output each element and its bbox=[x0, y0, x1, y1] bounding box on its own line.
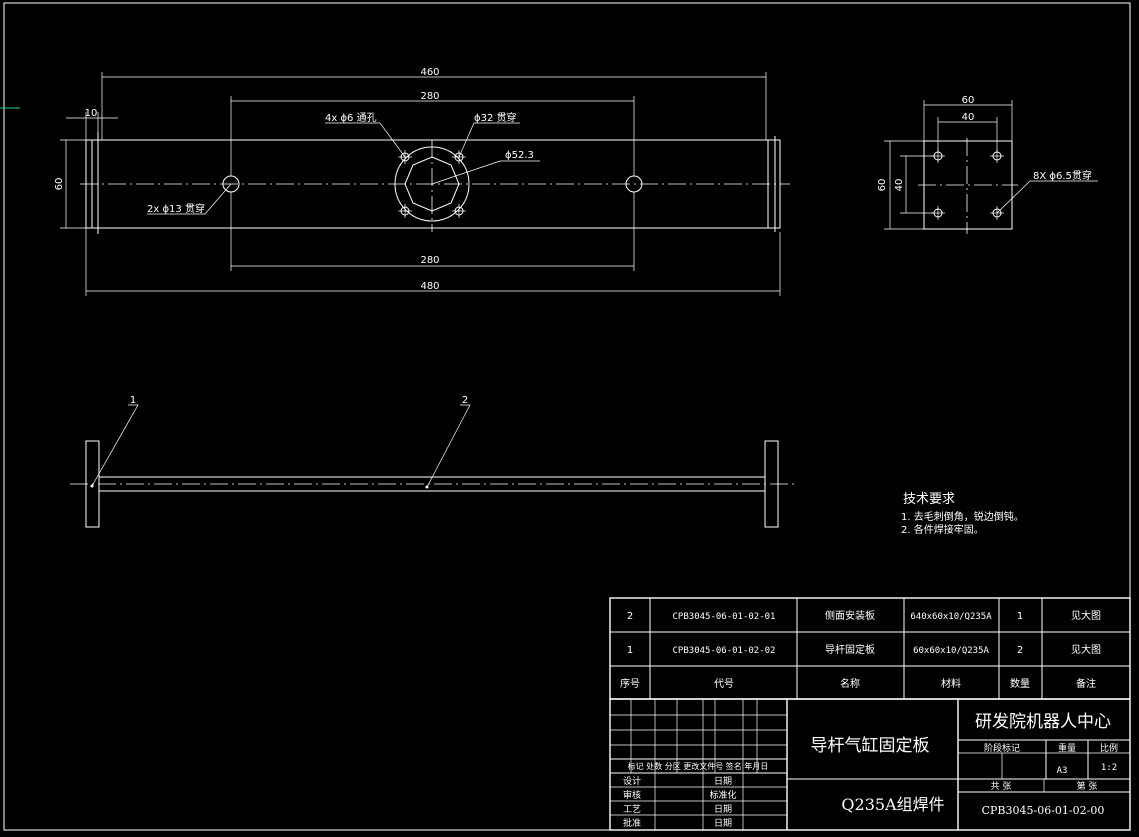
dim-40-side: 40 bbox=[894, 179, 905, 192]
bom-row-1-remark: 见大图 bbox=[1071, 643, 1101, 656]
tech-title: 技术要求 bbox=[903, 492, 955, 507]
callout-bore-32: ϕ32 贯穿 bbox=[474, 111, 517, 124]
bom-row-2-code: CPB3045-06-01-02-01 bbox=[673, 612, 776, 622]
dim-280-upper: 280 bbox=[420, 91, 439, 102]
callout-8x-holes: 8X ϕ6.5贯穿 bbox=[1033, 169, 1092, 182]
bom-table: 2 CPB3045-06-01-02-01 侧面安装板 640x60x10/Q2… bbox=[609, 597, 1131, 700]
balloon-1: 1 bbox=[130, 395, 136, 406]
label-check: 审核 bbox=[623, 789, 641, 801]
label-process-date: 日期 bbox=[714, 804, 732, 815]
scale-value: 1:2 bbox=[1101, 763, 1117, 773]
label-process: 工艺 bbox=[623, 804, 641, 815]
label-design: 设计 bbox=[623, 775, 641, 787]
bom-row-2-qty: 1 bbox=[1017, 611, 1023, 622]
callout-circle-52: ϕ52.3 bbox=[505, 150, 534, 161]
dim-10: 10 bbox=[85, 108, 98, 119]
bom-header-name: 名称 bbox=[840, 677, 860, 690]
bom-row-1-name: 导杆固定板 bbox=[825, 643, 875, 656]
company-name: 研发院机器人中心 bbox=[975, 712, 1111, 732]
bom-header-spec: 材料 bbox=[941, 677, 961, 690]
label-weight: 重量 bbox=[1058, 742, 1076, 754]
side-view: 60 40 60 40 8X ϕ6.5贯穿 bbox=[877, 95, 1098, 234]
tech-line-2: 2. 各件焊接牢固。 bbox=[901, 523, 984, 536]
tech-requirements: 技术要求 1. 去毛刺倒角，锐边倒钝。 2. 各件焊接牢固。 bbox=[901, 492, 1024, 536]
bom-row-2-name: 侧面安装板 bbox=[825, 609, 875, 622]
bom-row-1-qty: 2 bbox=[1017, 645, 1023, 656]
rev-header: 标记 处数 分区 更改文件号 签名 年月日 bbox=[628, 761, 769, 771]
title-block: 标记 处数 分区 更改文件号 签名 年月日 设计 审核 工艺 批准 日期 标准化… bbox=[609, 698, 1131, 831]
bom-header-no: 序号 bbox=[620, 677, 640, 690]
bom-row-2-no: 2 bbox=[627, 611, 633, 622]
bom-row-1-spec: 60x60x10/Q235A bbox=[913, 646, 989, 656]
drawing-number: CPB3045-06-01-02-00 bbox=[982, 804, 1105, 817]
bom-row-1-code: CPB3045-06-01-02-02 bbox=[673, 646, 776, 656]
callout-4x-holes: 4x ϕ6 通孔 bbox=[325, 112, 377, 124]
top-view: 460 280 280 480 10 60 4x ϕ6 通孔 ϕ32 贯穿 ϕ5… bbox=[54, 67, 790, 296]
bom-row-1-no: 1 bbox=[627, 645, 633, 656]
label-stage: 阶段标记 bbox=[984, 742, 1020, 754]
dim-60-side: 60 bbox=[877, 179, 888, 192]
label-design-date: 日期 bbox=[714, 776, 732, 787]
dim-40-width: 40 bbox=[962, 112, 975, 123]
label-sheet-no: 第 张 bbox=[1077, 780, 1098, 792]
bom-header-qty: 数量 bbox=[1010, 677, 1030, 690]
front-view: 1 2 bbox=[70, 395, 795, 528]
bom-row-2-spec: 640x60x10/Q235A bbox=[910, 612, 992, 622]
dim-280-lower: 280 bbox=[420, 255, 439, 266]
bom-header-remark: 备注 bbox=[1076, 677, 1096, 690]
label-sheet-total: 共 张 bbox=[991, 781, 1012, 792]
tech-line-1: 1. 去毛刺倒角，锐边倒钝。 bbox=[901, 510, 1024, 523]
dim-460: 460 bbox=[420, 67, 439, 78]
label-scale: 比例 bbox=[1100, 742, 1118, 754]
dim-60-top: 60 bbox=[54, 178, 65, 191]
material: Q235A组焊件 bbox=[841, 795, 944, 814]
label-standard: 标准化 bbox=[709, 789, 736, 801]
drawing-frame bbox=[3, 2, 1131, 831]
dim-60-width: 60 bbox=[962, 95, 975, 106]
part-name: 导杆气缸固定板 bbox=[811, 735, 930, 756]
dim-480: 480 bbox=[420, 281, 439, 292]
label-approve: 批准 bbox=[623, 817, 641, 829]
callout-2x-holes: 2x ϕ13 贯穿 bbox=[147, 202, 205, 215]
bom-header-code: 代号 bbox=[714, 678, 734, 690]
balloon-2: 2 bbox=[462, 395, 468, 406]
label-approve-date: 日期 bbox=[714, 818, 732, 829]
bom-row-2-remark: 见大图 bbox=[1071, 609, 1101, 622]
sheet-size: A3 bbox=[1057, 766, 1068, 776]
